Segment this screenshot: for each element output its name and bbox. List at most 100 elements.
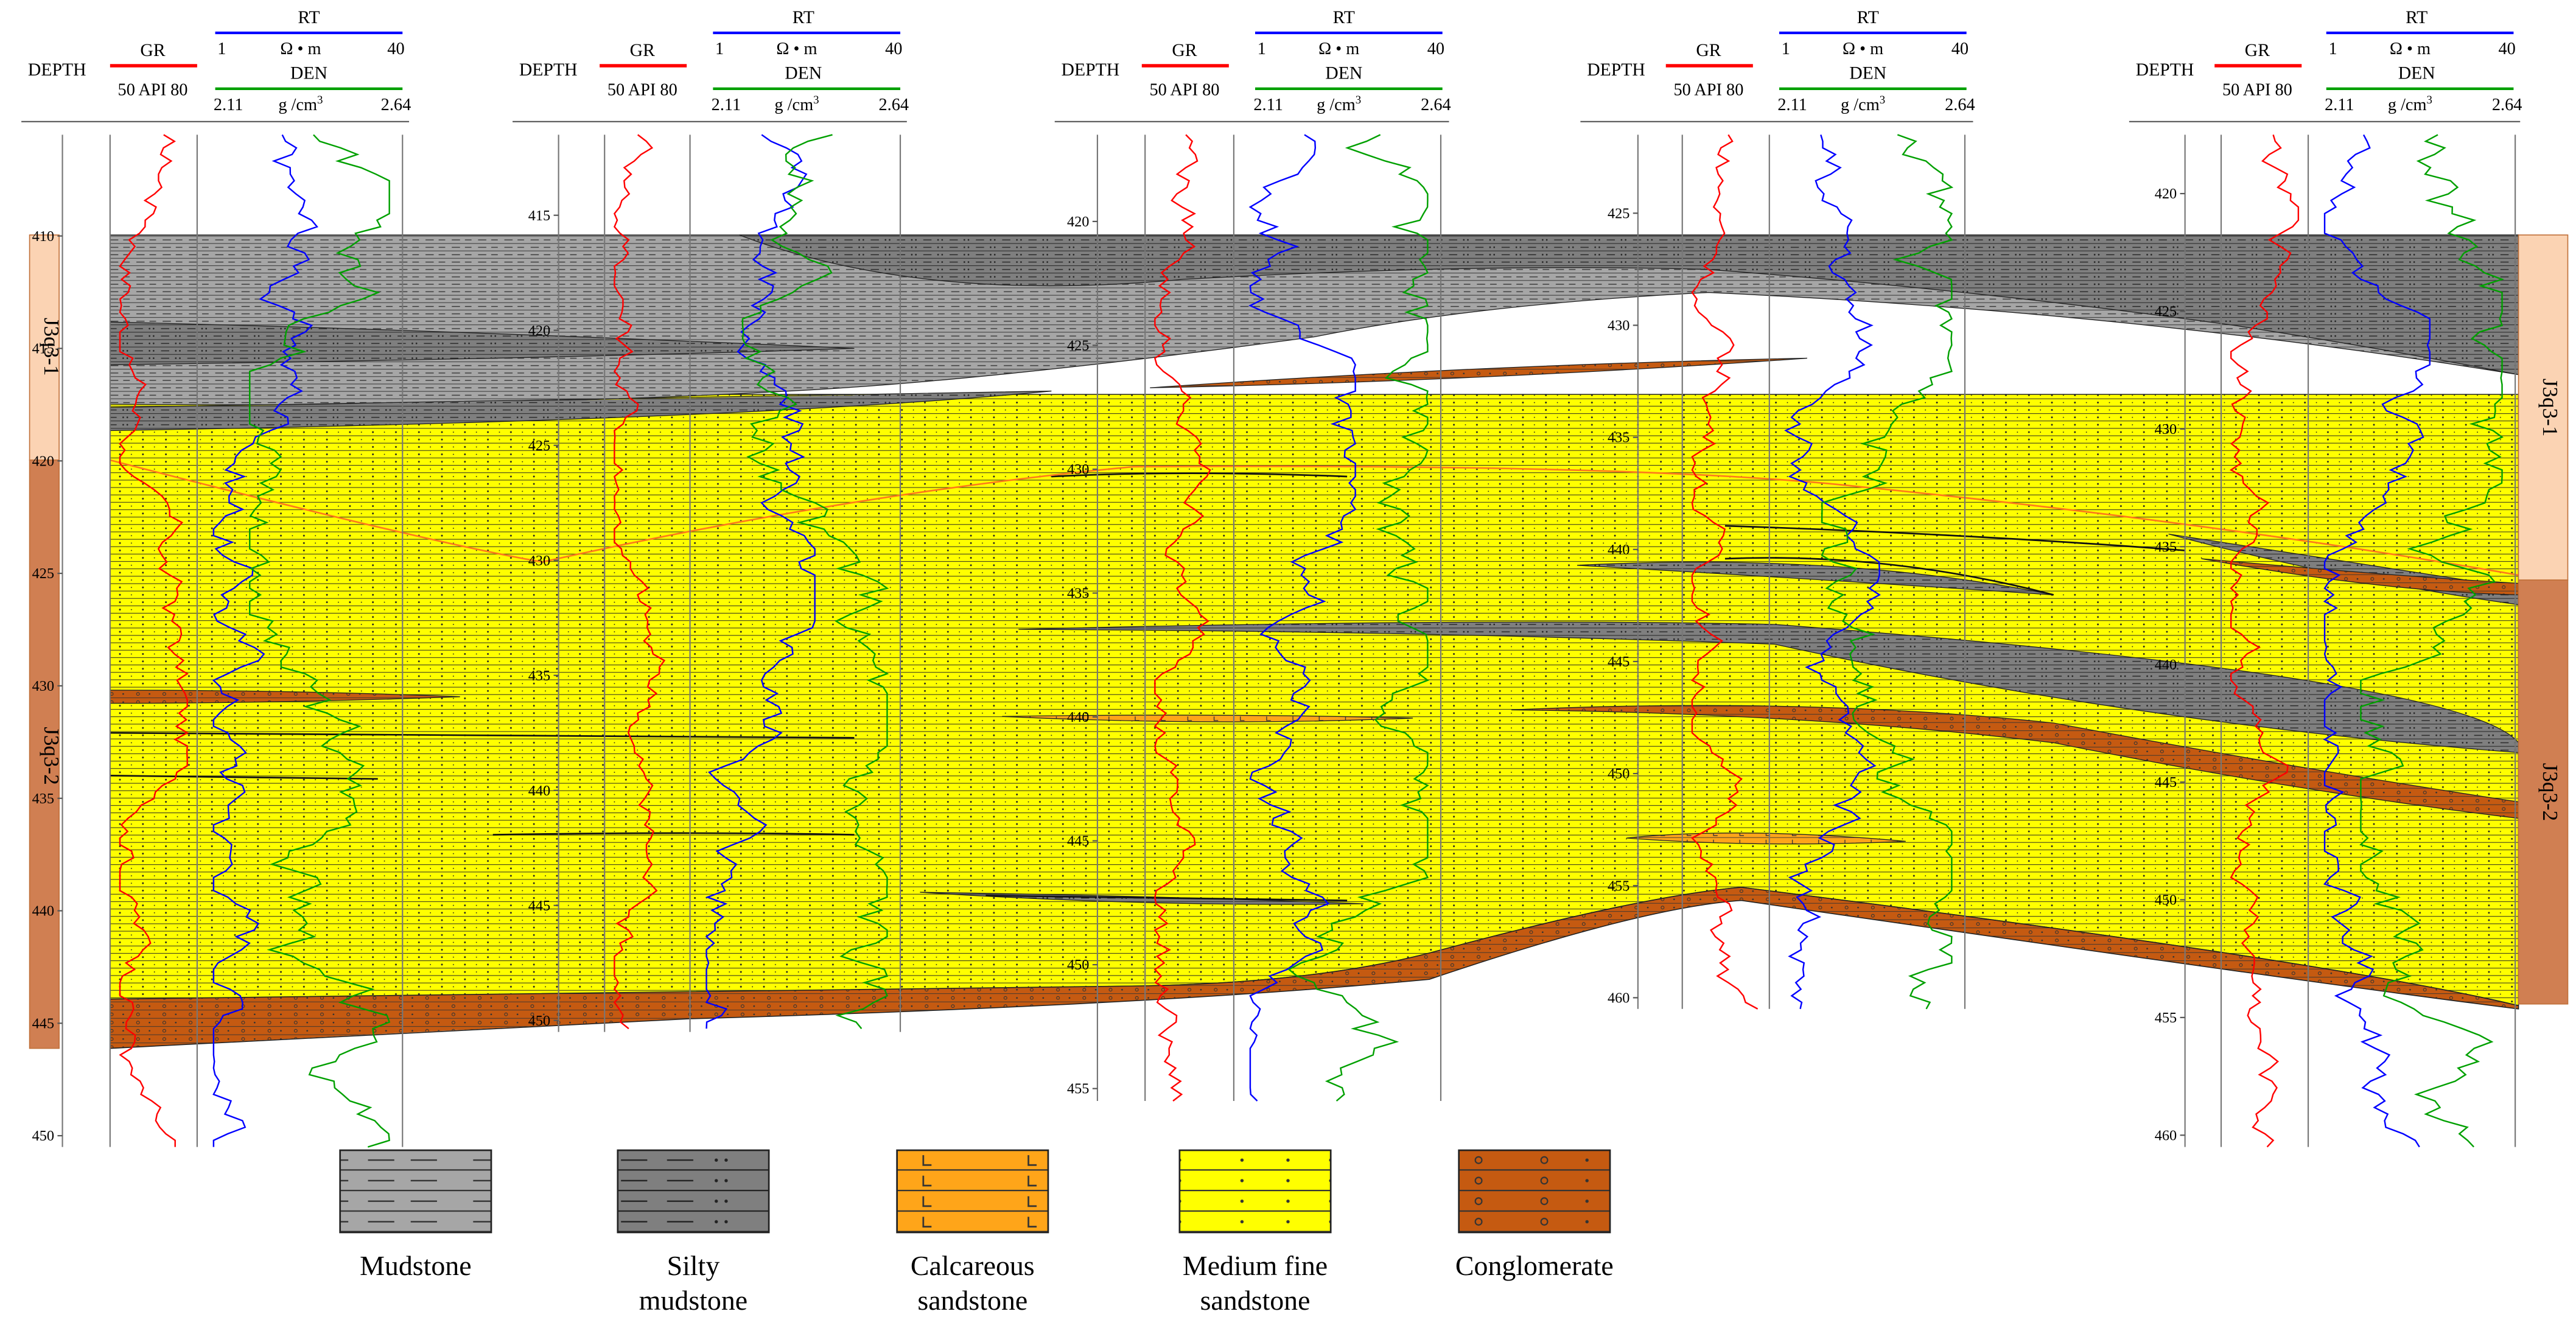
depth-tick-label: 430 [1067,461,1089,478]
den-min: 2.11 [712,96,741,114]
legend-label-line2: mudstone [639,1285,747,1316]
den-unit: g /cm3 [1317,94,1361,114]
depth-header: DEPTH [1587,60,1645,80]
rt-header: RT [793,8,814,27]
legend-swatch [896,1149,1049,1234]
depth-tick-label: 455 [2155,1010,2177,1026]
depth-tick-label: 425 [1608,205,1629,222]
rt-max: 40 [1951,40,1969,58]
depth-tick-label: 430 [528,553,550,569]
rt-header: RT [298,8,320,27]
depth-tick-label: 440 [528,783,550,799]
den-max: 2.64 [1945,96,1975,114]
depth-tick-label: 445 [528,898,550,914]
depth-tick-label: 425 [1067,338,1089,354]
depth-tick-label: 415 [32,341,54,357]
depth-tick-label: 415 [528,208,550,224]
depth-tick-label: 435 [1608,430,1629,446]
rt-curve [705,134,816,1029]
den-unit: g /cm3 [774,94,819,114]
gr-header: GR [140,41,165,60]
zone-upper-bar-right [2518,234,2569,581]
zone-upper-label-left: J3q3-1 [40,318,63,376]
depth-tick-label: 435 [1067,585,1089,602]
depth-tick-label: 430 [32,678,54,694]
den-min: 2.11 [1777,96,1807,114]
zone-boundary-line [110,459,2519,576]
depth-tick-label: 440 [2155,657,2177,673]
rt-curve [212,134,318,1147]
gr-curve [119,134,189,1147]
legend-label-line2: sandstone [1200,1285,1311,1316]
depth-header: DEPTH [1062,60,1120,80]
gr-curve [2229,134,2300,1148]
depth-tick-label: 425 [2155,304,2177,320]
depth-tick-label: 455 [1608,878,1629,894]
depth-tick-label: 450 [1067,957,1089,973]
rt-max: 40 [2498,40,2515,58]
legend-swatch [339,1149,492,1234]
depth-tick-label: 440 [1608,542,1629,558]
rt-min: 1 [2328,40,2337,58]
den-unit: g /cm3 [1841,94,1885,114]
gr-scale: 50 API 80 [118,81,188,100]
depth-header: DEPTH [519,60,578,80]
silty-mudstone-upper [739,234,2519,376]
den-max: 2.64 [2492,96,2522,114]
rt-unit: Ω • m [1843,40,1883,58]
conglomerate-base [110,887,2519,1049]
depth-tick-label: 420 [528,323,550,339]
depth-tick-label: 435 [2155,539,2177,555]
depth-tick-label: 440 [1067,709,1089,725]
depth-tick-label: 410 [32,228,54,245]
rt-min: 1 [1258,40,1266,58]
rt-unit: Ω • m [1318,40,1359,58]
rt-max: 40 [1427,40,1444,58]
den-unit: g /cm3 [2388,94,2432,114]
den-curve [249,134,391,1148]
zone-columns: J3q3-1 J3q3-2 J3q3-1 J3q3-2 [29,234,2569,1049]
legend-label-line1: Calcareous [911,1250,1035,1281]
legend-swatch [617,1149,770,1234]
marker-bed-lines [110,472,2185,901]
gr-scale: 50 API 80 [1673,81,1743,100]
zone-upper-label-right: J3q3-1 [2538,379,2562,437]
den-min: 2.11 [2325,96,2354,114]
rt-curve [2323,134,2431,1148]
depth-tick-label: 460 [1608,990,1629,1006]
depth-header: DEPTH [2136,60,2194,80]
den-min: 2.11 [1253,96,1283,114]
gr-scale: 50 API 80 [607,81,677,100]
depth-tick-label: 425 [32,565,54,582]
zone-lower-label-left: J3q3-2 [40,727,63,785]
den-header: DEN [290,64,327,83]
depth-tick-label: 420 [1067,214,1089,230]
rt-header: RT [2406,8,2427,27]
den-max: 2.64 [381,96,411,114]
rt-curve [1248,134,1357,1102]
den-header: DEN [2398,64,2435,83]
legend-item-conglomerate: Conglomerate [1455,1149,1614,1281]
rt-unit: Ω • m [280,40,321,58]
gr-header: GR [630,41,655,60]
depth-tick-label: 445 [1067,833,1089,850]
gr-scale: 50 API 80 [1150,81,1220,100]
gr-header: GR [1172,41,1197,60]
den-min: 2.11 [214,96,243,114]
depth-tick-label: 445 [1608,654,1629,670]
zone-upper-bar-left [29,234,60,461]
den-curve [2359,134,2505,1148]
depth-tick-label: 445 [2155,774,2177,791]
depth-tick-label: 460 [2155,1127,2177,1144]
